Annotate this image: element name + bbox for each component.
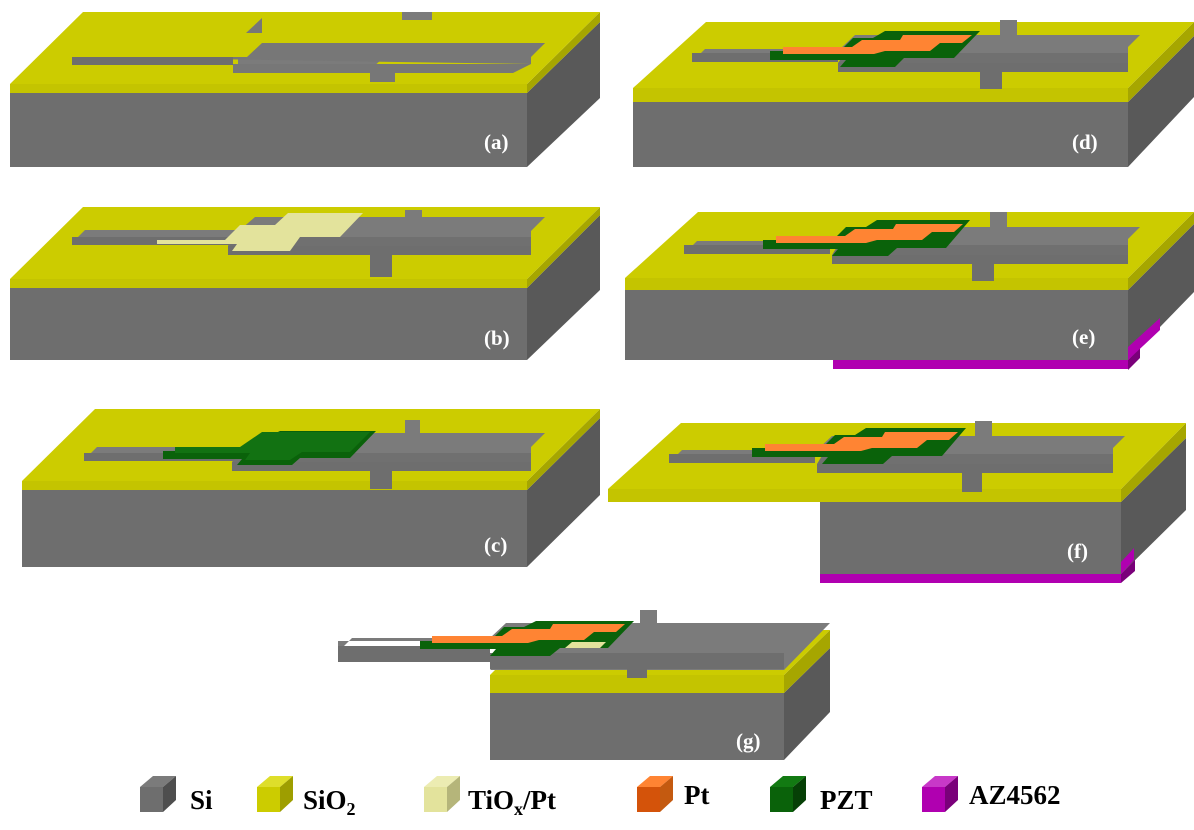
legend-item-tiox-pt: TiOx/Pt: [424, 776, 556, 819]
sio2-side: [527, 409, 600, 490]
si-substrate-side: [784, 648, 830, 760]
sio2-front: [22, 481, 527, 490]
az4562-swatch-icon: [922, 787, 945, 812]
si-substrate-side: [527, 215, 600, 360]
panel-label: (b): [484, 326, 510, 350]
sio2-front: [10, 84, 527, 93]
si-substrate-side: [1121, 438, 1186, 574]
panel-d: (d): [633, 20, 1194, 167]
si-substrate-side: [1128, 36, 1194, 167]
sio2-side: [527, 207, 600, 288]
panel-label: (d): [1072, 130, 1098, 154]
sio2-side: [1128, 212, 1194, 290]
legend-label: PZT: [820, 785, 873, 815]
sio2-front: [490, 675, 784, 693]
panel-label: (e): [1072, 325, 1095, 349]
az4562-layer-side: [1128, 348, 1140, 370]
si-swatch-icon: [140, 787, 163, 812]
legend-label: Pt: [684, 780, 709, 810]
az4562-layer-side-edge: [1121, 560, 1135, 583]
az4562-layer-side-edge: [1128, 318, 1160, 360]
tiox-pt-swatch-icon: [424, 787, 447, 812]
az4562-layer-side-top: [1121, 548, 1134, 574]
pt-layer: [432, 624, 625, 643]
panel-g: (g): [338, 610, 830, 760]
sio2-side: [784, 630, 830, 693]
sio2-side: [1128, 22, 1194, 102]
legend-item-pt: Pt: [637, 776, 709, 812]
si-substrate-front: [22, 490, 527, 567]
tiox-pt-layer: [157, 213, 363, 251]
panel-c: (c): [22, 409, 600, 567]
legend-label: TiOx/Pt: [468, 785, 556, 819]
si-substrate-side: [527, 418, 600, 567]
panel-label: (c): [484, 533, 507, 557]
legend-item-sio2: SiO2: [257, 776, 356, 819]
pzt-top: [175, 432, 370, 460]
si-substrate-front: [490, 693, 784, 760]
tiox-pt-layer: [565, 642, 606, 648]
legend-item-az4562: AZ4562: [922, 776, 1061, 812]
legend-item-pzt: PZT: [770, 776, 873, 815]
panel-e: (e): [625, 212, 1194, 370]
si-beam-anchor-top: [402, 12, 432, 20]
panel-label: (f): [1067, 539, 1088, 563]
pt-layer: [776, 224, 963, 243]
si-beam-front-left: [72, 57, 233, 65]
legend-item-si: Si: [140, 776, 213, 815]
si-beam-plate: [72, 43, 545, 82]
sio2-front: [608, 489, 1121, 502]
panel-label: (g): [736, 729, 761, 753]
sio2-side: [1121, 423, 1186, 502]
si-substrate-side: [527, 22, 600, 167]
si-substrate-front: [820, 502, 1121, 574]
pt-layer: [783, 35, 972, 54]
si-substrate-front: [10, 288, 527, 360]
si-substrate-front: [633, 102, 1128, 167]
pt-swatch-icon: [637, 787, 660, 812]
az4562-layer: [820, 574, 1121, 583]
pzt-swatch-icon: [770, 787, 793, 812]
legend-label: Si: [190, 785, 213, 815]
si-substrate-front: [10, 93, 527, 167]
panel-f: (f): [608, 421, 1186, 583]
legend-label: SiO2: [303, 785, 356, 819]
si-substrate-side: [1128, 224, 1194, 360]
si-substrate-front: [625, 290, 1128, 360]
panel-label: (a): [484, 130, 509, 154]
pt-layer: [765, 432, 958, 451]
legend: Si SiO2 TiOx/Pt Pt PZT: [140, 776, 1061, 819]
panel-a: (a): [10, 12, 600, 167]
panel-b: (b): [10, 207, 600, 360]
legend-label: AZ4562: [969, 780, 1061, 810]
sio2-swatch-icon: [257, 787, 280, 812]
sio2-front: [633, 88, 1128, 102]
az4562-layer: [833, 360, 1128, 369]
sio2-front: [625, 278, 1128, 290]
sio2-front: [10, 279, 527, 288]
sio2-side: [527, 12, 600, 93]
